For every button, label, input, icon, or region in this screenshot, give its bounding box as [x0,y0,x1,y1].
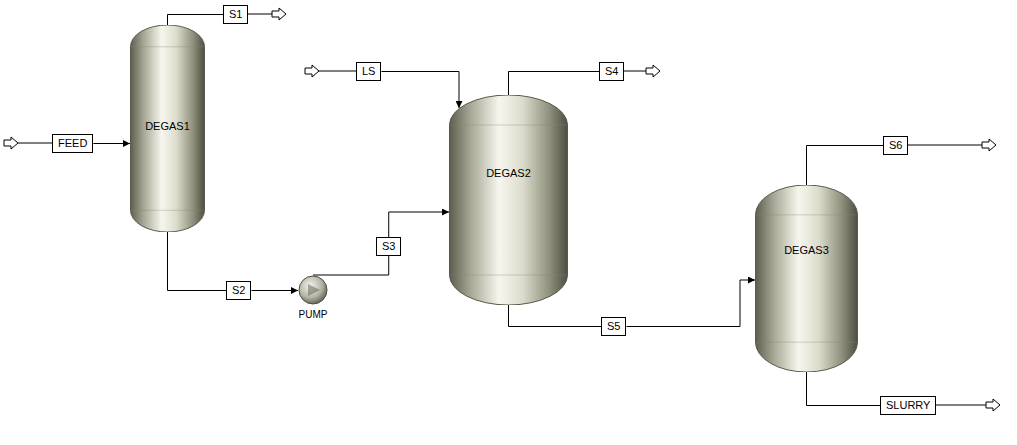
outlet-arrow [272,8,286,20]
vessel-outline [755,185,858,372]
stream-id: SLURRY [886,399,930,411]
stream-label: S1 [223,5,248,24]
flash-vessel: DEGAS3 [755,185,858,372]
vessel-seam [450,275,567,276]
vessel-seam [756,214,857,215]
vessel-seam [131,210,204,211]
inlet-arrow [305,65,319,77]
inlet-arrow [4,137,18,149]
flash-vessel: DEGAS2 [449,95,568,305]
stream-id: S3 [382,240,395,252]
vessel-seam [131,46,204,47]
stream-line [313,256,389,275]
stream-label: S2 [226,281,251,300]
stream-id: S1 [229,8,242,20]
stream-line [168,15,224,26]
stream-line [509,305,602,327]
stream-id: S2 [232,284,245,296]
outlet-arrow [646,65,660,77]
stream-line [807,372,881,406]
vessel-body [756,185,858,372]
stream-label: S4 [599,62,624,81]
stream-id: S4 [605,65,618,77]
stream-line [807,146,884,186]
stream-label: LS [356,62,381,81]
stream-line [389,212,449,237]
vessel-body [131,25,205,232]
outlet-arrow [982,139,996,151]
vessel-outline [449,95,568,305]
stream-label: S5 [601,317,626,336]
stream-id: S6 [889,139,902,151]
stream-label: SLURRY [880,396,936,415]
block-id: DEGAS3 [784,244,829,257]
outlet-arrow [986,399,1000,411]
vessel-seam [450,125,567,126]
outlet-line [896,145,982,146]
pump-impeller [308,284,320,296]
stream-line [381,72,459,109]
vessel-body [450,95,568,305]
stream-id: LS [362,65,375,77]
stream-line [93,143,130,144]
pump-casing [299,276,327,304]
stream-label: S3 [376,237,401,256]
pump-block: PUMP [298,275,328,305]
stream-id: S5 [607,320,620,332]
pump-icon [298,275,328,305]
stream-line [251,290,298,291]
stream-line [168,232,227,291]
stream-label: S6 [883,136,908,155]
block-id: DEGAS2 [486,167,531,180]
stream-label: FEED [52,134,93,153]
flash-vessel: DEGAS1 [130,25,205,232]
vessel-seam [756,342,857,343]
stream-id: FEED [58,137,87,149]
stream-line [509,72,600,96]
block-id: DEGAS1 [145,120,190,133]
stream-line [626,280,755,327]
block-id: PUMP [278,309,348,321]
